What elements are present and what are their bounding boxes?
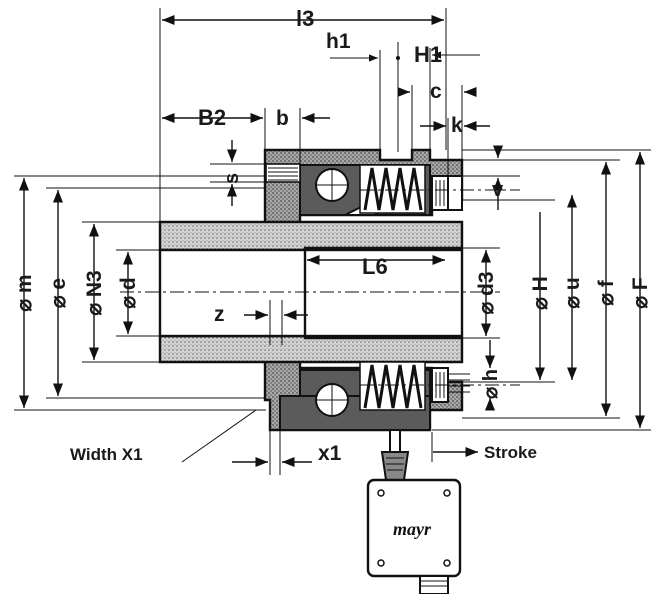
label-d: ⌀ d: [117, 277, 140, 308]
hub-sleeve-lower: [158, 334, 464, 364]
label-m: ⌀ m: [13, 274, 36, 311]
label-c: c: [430, 80, 442, 103]
label-L6: L6: [362, 254, 388, 279]
label-d3: ⌀ d3: [475, 272, 498, 315]
lower-plate: [279, 395, 431, 431]
label-H1: H1: [414, 42, 442, 67]
bore: [158, 248, 464, 338]
brand-logo: mayr: [393, 519, 432, 539]
spring-top: [359, 164, 426, 214]
label-F: ⌀ F: [629, 277, 651, 308]
set-screw: [265, 163, 301, 183]
label-B2: B2: [198, 105, 226, 130]
clutch-body: [158, 148, 470, 432]
dimensions: [14, 8, 651, 475]
label-l3: l3: [296, 6, 314, 31]
label-h1: h1: [326, 30, 351, 53]
label-s: s: [221, 173, 243, 184]
label-u: ⌀ u: [561, 277, 584, 308]
plunger-spring: [380, 451, 410, 481]
label-k: k: [451, 114, 463, 137]
label-width-x1: Width X1: [70, 445, 143, 464]
plunger: [389, 429, 401, 453]
label-stroke: Stroke: [484, 443, 537, 462]
hub-sleeve: [158, 220, 464, 252]
adjusting-bolt: [447, 175, 463, 211]
label-N3: ⌀ N3: [83, 270, 106, 315]
bearing-top: [315, 168, 349, 202]
bearing-bottom: [315, 383, 349, 417]
label-e: ⌀ e: [47, 278, 70, 308]
switch-housing: [366, 478, 462, 578]
label-v: v: [492, 179, 504, 201]
label-h: ⌀ h: [480, 369, 502, 399]
label-H: ⌀ H: [529, 276, 552, 310]
label-z: z: [214, 303, 225, 326]
width-x1-leader: [181, 409, 257, 463]
dimension-labels: l3 h1 H1 c k B2 b s v ⌀ m ⌀ e ⌀ N3 ⌀ d L…: [13, 6, 651, 465]
label-f: ⌀ f: [595, 279, 618, 305]
cable-gland: [419, 575, 449, 594]
limit-switch: mayr: [366, 429, 462, 594]
spring-bottom: [359, 361, 426, 411]
label-b: b: [276, 107, 289, 130]
label-x1: x1: [318, 442, 342, 465]
